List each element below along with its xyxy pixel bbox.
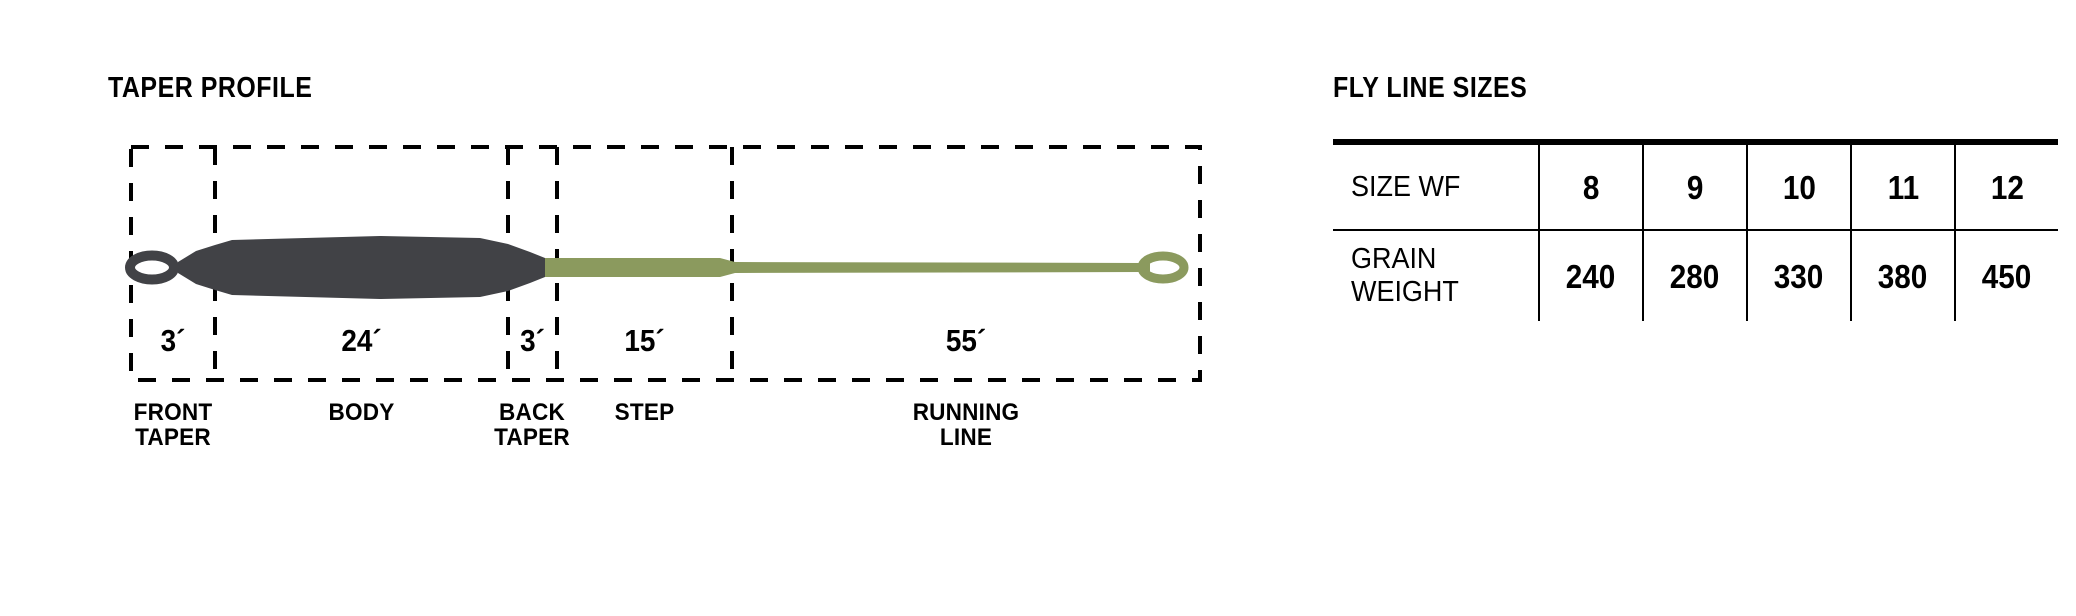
row-header-grain-weight-label: GRAIN WEIGHT <box>1351 243 1459 308</box>
fly-line-sizes-table: SIZE WF 8 9 10 11 12 <box>1333 139 2058 321</box>
running-line-body <box>490 258 1150 277</box>
cell-grain-weight-11: 380 <box>1850 229 1955 321</box>
row-header-grain-weight: GRAIN WEIGHT <box>1333 229 1539 321</box>
segment-label-step: STEP <box>614 399 675 426</box>
fly-line-graphic <box>125 236 1189 299</box>
cell-grain-weight-9: 280 <box>1642 229 1747 321</box>
cell-grain-weight-12: 450 <box>1954 229 2058 321</box>
cell-size-wf-12: 12 <box>1954 139 2058 230</box>
row-header-size-wf-label: SIZE WF <box>1351 170 1461 203</box>
row-header-size-wf: SIZE WF <box>1333 139 1539 230</box>
taper-profile-title: TAPER PROFILE <box>108 72 313 104</box>
segment-label-front-taper: FRONT TAPER <box>133 399 213 451</box>
cell-grain-weight-10: 330 <box>1746 229 1851 321</box>
cell-size-wf-8: 8 <box>1538 139 1643 230</box>
segment-label-body: BODY <box>328 399 395 426</box>
segment-measure-body: 24´ <box>341 323 382 358</box>
segment-measure-back-taper: 3´ <box>520 323 545 358</box>
table-row-grain-weight: GRAIN WEIGHT 240 280 330 380 450 <box>1333 229 2058 321</box>
front-welded-loop <box>125 250 179 285</box>
segment-measure-front-taper: 3´ <box>160 323 186 358</box>
cell-size-wf-10: 10 <box>1746 139 1851 230</box>
fly-line-sizes-panel: FLY LINE SIZES SIZE WF 8 9 10 11 <box>1300 0 2076 616</box>
running-line-welded-loop <box>1137 251 1189 284</box>
cell-size-wf-11: 11 <box>1850 139 1955 230</box>
table-row-size-wf: SIZE WF 8 9 10 11 12 <box>1333 139 2058 230</box>
cell-grain-weight-8: 240 <box>1538 229 1643 321</box>
fly-line-head <box>178 236 545 299</box>
cell-size-wf-9: 9 <box>1642 139 1747 230</box>
fly-line-sizes-title: FLY LINE SIZES <box>1333 72 1528 104</box>
segment-measure-step: 15´ <box>624 323 665 358</box>
taper-profile-panel: TAPER PROFILE 3´ 24´ 3´ 15´ 55´ FRONT TA… <box>108 72 1202 451</box>
taper-profile-diagram <box>125 145 1202 382</box>
segment-label-running-line: RUNNING LINE <box>912 399 1020 451</box>
segment-measure-running-line: 55´ <box>945 323 987 358</box>
segment-label-back-taper: BACK TAPER <box>494 399 570 451</box>
